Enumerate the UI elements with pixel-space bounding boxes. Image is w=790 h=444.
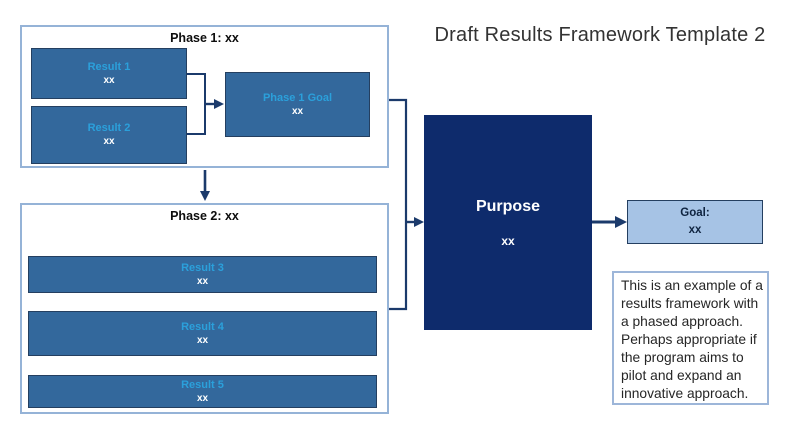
phase1-goal-box: Phase 1 Goal xx [225, 72, 370, 137]
phase1-goal-label: Phase 1 Goal [262, 91, 333, 104]
result1-value: xx [103, 74, 115, 86]
result3-value: xx [196, 275, 209, 287]
arrowhead-purpose-to-goal [615, 216, 627, 228]
page-title: Draft Results Framework Template 2 [434, 24, 766, 46]
result4-box: Result 4 xx [28, 311, 377, 356]
arrowhead-to-purpose [414, 217, 424, 227]
result1-label: Result 1 [87, 60, 131, 73]
goal-label: Goal: [680, 207, 710, 219]
phase1-header: Phase 1: xx [170, 31, 239, 45]
result4-value: xx [196, 334, 209, 346]
note-box: This is an example of a results framewor… [612, 271, 769, 405]
result2-value: xx [103, 136, 115, 148]
result3-label: Result 3 [181, 261, 224, 274]
goal-value: xx [688, 223, 702, 236]
bracket-phases-to-purpose [389, 98, 408, 311]
result3-box: Result 3 xx [28, 256, 377, 293]
purpose-value: xx [501, 233, 515, 248]
result5-label: Result 5 [181, 378, 224, 391]
phase1-goal-value: xx [291, 105, 304, 117]
result5-value: xx [196, 392, 209, 404]
goal-box: Goal: xx [627, 200, 763, 244]
result2-box: Result 2 xx [31, 106, 187, 164]
result1-box: Result 1 xx [31, 48, 187, 99]
phase2-header: Phase 2: xx [170, 209, 239, 223]
result2-label: Result 2 [87, 122, 131, 135]
arrowhead-phase1-to-phase2 [200, 191, 210, 201]
purpose-box: Purpose xx [424, 115, 592, 330]
purpose-label: Purpose [475, 197, 540, 215]
result4-label: Result 4 [181, 320, 224, 333]
result5-box: Result 5 xx [28, 375, 377, 408]
